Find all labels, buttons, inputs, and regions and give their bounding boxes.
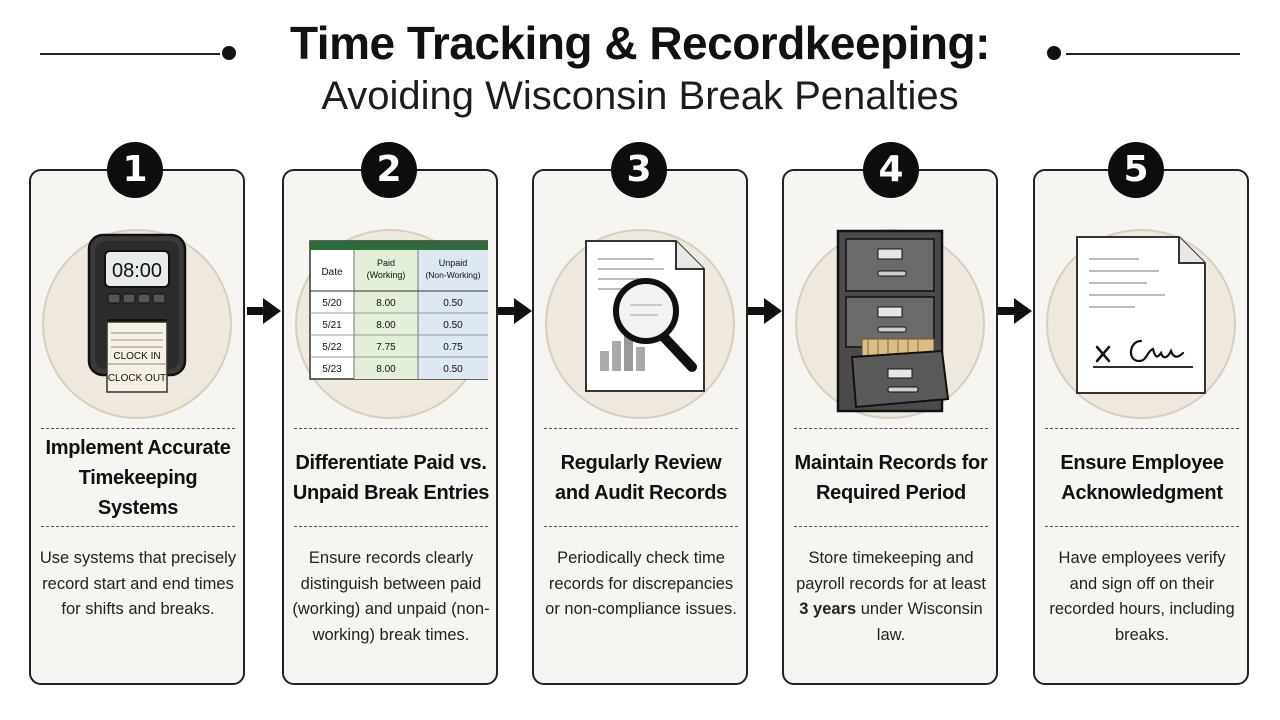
time-clock-icon: 08:00 CLOCK IN CLOCK OUT xyxy=(42,229,232,419)
spreadsheet-icon: Date Paid (Working) Unpaid (Non-Working)… xyxy=(295,229,488,419)
step-3-description: Periodically check time records for disc… xyxy=(545,549,737,618)
header-rule-right xyxy=(1066,53,1240,55)
step-2-title: Differentiate Paid vs. Unpaid Break Entr… xyxy=(292,452,490,504)
table-header-unpaid-note: (Non-Working) xyxy=(425,270,480,280)
filing-cabinet-icon xyxy=(795,229,985,419)
table-cell: 0.50 xyxy=(443,298,463,309)
arrow-right-icon xyxy=(748,298,782,324)
table-cell: 8.00 xyxy=(376,320,396,331)
table-header-paid-word: Paid xyxy=(377,258,395,268)
step-3-card: Regularly Review and Audit Records Perio… xyxy=(532,169,748,685)
table-cell: 5/20 xyxy=(322,298,342,309)
divider xyxy=(41,428,235,429)
arrow-right-icon xyxy=(247,298,281,324)
table-header-date: Date xyxy=(321,267,343,278)
header-dot-left xyxy=(222,46,236,60)
step-5-title: Ensure Employee Acknowledgment xyxy=(1060,452,1224,504)
clock-display-text: 08:00 xyxy=(112,260,162,282)
divider xyxy=(294,428,488,429)
clock-out-label: CLOCK OUT xyxy=(108,373,166,384)
table-cell: 5/22 xyxy=(322,342,342,353)
step-3-title: Regularly Review and Audit Records xyxy=(555,452,727,504)
step-3-badge: 3 xyxy=(611,142,667,198)
divider xyxy=(544,526,738,527)
divider xyxy=(544,428,738,429)
step-2-description: Ensure records clearly distinguish betwe… xyxy=(292,549,490,644)
divider xyxy=(1045,428,1239,429)
step-4-description-text-end: under Wisconsin law. xyxy=(856,600,983,644)
table-cell: 0.75 xyxy=(443,342,463,353)
table-cell: 0.50 xyxy=(443,320,463,331)
divider xyxy=(794,526,988,527)
step-2-badge: 2 xyxy=(361,142,417,198)
step-4-badge: 4 xyxy=(863,142,919,198)
signed-document-icon xyxy=(1046,229,1236,419)
step-5-card: Ensure Employee Acknowledgment Have empl… xyxy=(1033,169,1249,685)
page-subtitle: Avoiding Wisconsin Break Penalties xyxy=(321,74,959,118)
arrow-right-icon xyxy=(498,298,532,324)
header: Time Tracking & Recordkeeping: Avoiding … xyxy=(0,0,1280,130)
table-cell: 8.00 xyxy=(376,298,396,309)
step-1-description: Use systems that precisely record start … xyxy=(39,549,237,618)
retention-period-emphasis: 3 years xyxy=(799,600,857,618)
table-header-paid-note: (Working) xyxy=(367,270,406,280)
step-4-title: Maintain Records for Required Period xyxy=(794,452,988,504)
divider xyxy=(41,526,235,527)
step-5-badge: 5 xyxy=(1108,142,1164,198)
step-2-card: Date Paid (Working) Unpaid (Non-Working)… xyxy=(282,169,498,685)
step-1-title: Implement Accurate Timekeeping Systems xyxy=(45,437,231,519)
table-cell: 0.50 xyxy=(443,364,463,375)
step-5-description: Have employees verify and sign off on th… xyxy=(1049,549,1235,644)
step-1-badge: 1 xyxy=(107,142,163,198)
step-4-card: Maintain Records for Required Period Sto… xyxy=(782,169,998,685)
step-4-description: Store timekeeping and payroll records fo… xyxy=(792,546,990,648)
divider xyxy=(794,428,988,429)
step-1-card: 08:00 CLOCK IN CLOCK OUT Implement Accur… xyxy=(29,169,245,685)
table-cell: 5/23 xyxy=(322,364,342,375)
header-dot-right xyxy=(1047,46,1061,60)
arrow-right-icon xyxy=(998,298,1032,324)
page-title: Time Tracking & Recordkeeping: xyxy=(290,17,990,69)
table-header-unpaid-word: Unpaid xyxy=(439,258,468,268)
table-cell: 8.00 xyxy=(376,364,396,375)
header-rule-left xyxy=(40,53,220,55)
magnifying-glass-document-icon xyxy=(545,229,735,419)
table-cell: 5/21 xyxy=(322,320,342,331)
divider xyxy=(294,526,488,527)
clock-in-label: CLOCK IN xyxy=(113,351,160,362)
step-4-description-text: Store timekeeping and payroll records fo… xyxy=(796,549,986,593)
divider xyxy=(1045,526,1239,527)
table-cell: 7.75 xyxy=(376,342,396,353)
